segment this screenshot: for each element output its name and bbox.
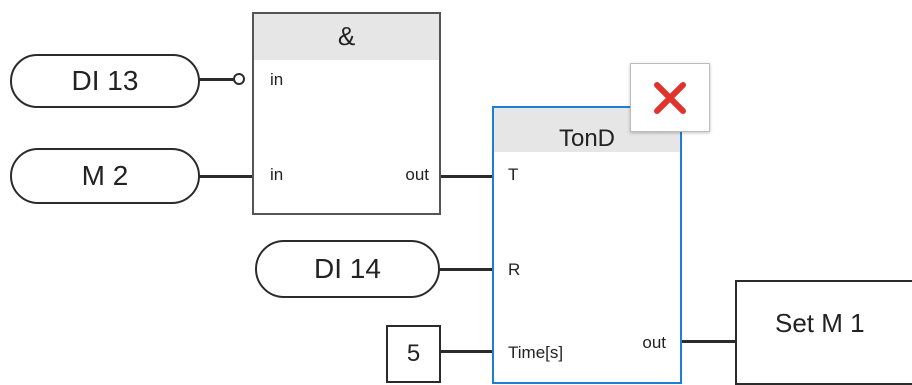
and-block-title: & [254,14,439,60]
set-m1-label: Set M 1 [775,308,865,338]
input-di14-label: DI 14 [314,253,381,284]
input-di13[interactable]: DI 13 [10,54,200,108]
close-icon [654,81,686,114]
constant-value: 5 [406,340,421,367]
input-di13-label: DI 13 [71,65,139,96]
wire-tond-setm1 [679,340,737,343]
input-di14[interactable]: DI 14 [255,240,440,298]
set-m1-block[interactable]: Set M 1 [735,280,912,385]
and-port-out: out [405,165,429,184]
and-port-in-1: in [270,70,284,89]
input-m2[interactable]: M 2 [10,148,200,204]
input-m2-label: M 2 [81,160,129,191]
tond-port-t: T [508,165,519,184]
wire-m2-and [198,175,254,178]
negation-circle [233,73,245,85]
tond-port-r: R [508,260,521,279]
wire-and-tond [439,175,494,178]
tond-block[interactable]: TonD T R Time[s] out [492,106,682,384]
tond-port-time: Time[s] [508,343,564,362]
tond-port-out: out [642,333,666,352]
and-block[interactable]: & in in out [252,12,441,215]
wire-const-tond [440,350,494,353]
and-port-in-2: in [270,165,284,184]
constant-box[interactable]: 5 [386,325,441,383]
wire-di14-tond [438,268,494,271]
wire-di13-and [198,78,234,81]
delete-block-button[interactable] [630,63,710,132]
